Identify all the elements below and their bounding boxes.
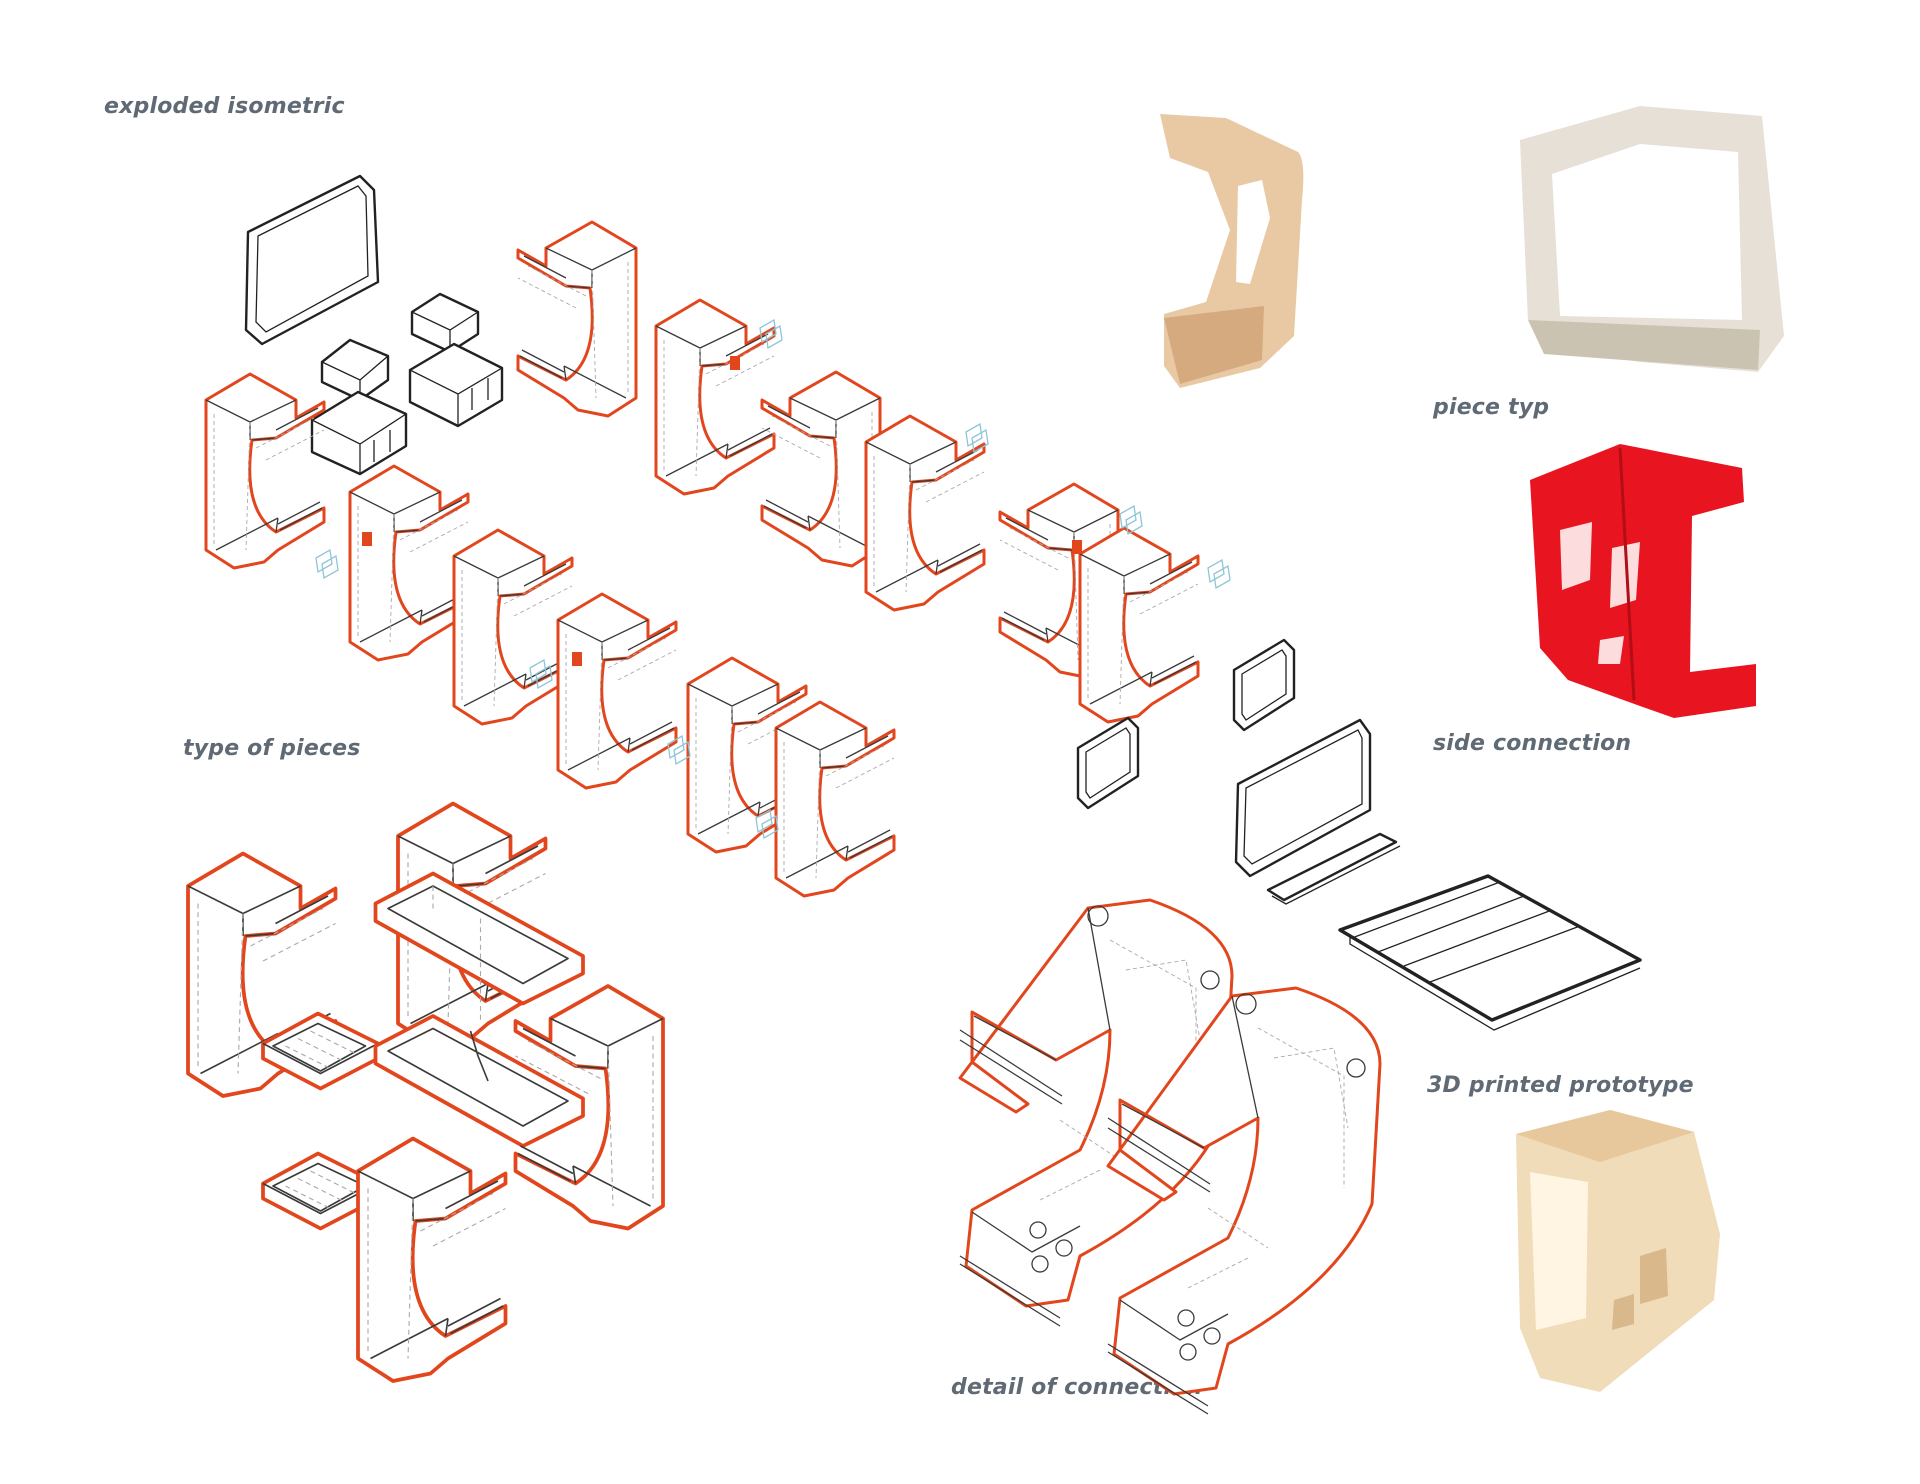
floor-plate bbox=[1338, 874, 1642, 1031]
label-side-connection: side connection bbox=[1433, 731, 1632, 756]
c-module bbox=[654, 298, 776, 496]
photo-prototype-cream bbox=[1516, 1110, 1720, 1392]
c-module bbox=[1078, 526, 1200, 724]
type-of-pieces-drawing bbox=[186, 801, 665, 1383]
connector-ghost bbox=[315, 549, 339, 579]
c-module bbox=[348, 464, 470, 662]
detail-mark bbox=[572, 652, 582, 666]
c-module bbox=[204, 372, 326, 570]
window-panel bbox=[1232, 638, 1296, 732]
c-module bbox=[760, 370, 882, 568]
window-panel bbox=[1076, 716, 1140, 810]
exploded-isometric-drawing bbox=[204, 174, 1642, 1031]
photo-piece-typ-white bbox=[1520, 106, 1784, 372]
detail-mark bbox=[1072, 540, 1082, 554]
detail-mark bbox=[730, 356, 740, 370]
c-module bbox=[556, 592, 678, 790]
c-module bbox=[774, 700, 896, 898]
tray-piece bbox=[261, 1011, 380, 1091]
label-type-of-pieces: type of pieces bbox=[183, 736, 361, 761]
side-panel-black bbox=[1234, 718, 1372, 878]
label-exploded-isometric: exploded isometric bbox=[104, 94, 345, 119]
connection-module bbox=[958, 898, 1234, 1327]
detail-of-connection-drawing bbox=[958, 898, 1382, 1415]
c-module bbox=[864, 414, 986, 612]
detail-mark bbox=[362, 532, 372, 546]
c-module bbox=[452, 528, 574, 726]
side-panel-black bbox=[244, 174, 380, 346]
box-module bbox=[310, 292, 504, 476]
floor-rail bbox=[1266, 832, 1401, 905]
bridge-piece bbox=[373, 1014, 585, 1148]
bridge-piece bbox=[373, 871, 585, 1024]
connection-module bbox=[1106, 986, 1382, 1415]
photo-side-connection-red bbox=[1530, 444, 1756, 718]
label-3d-printed-prototype: 3D printed prototype bbox=[1427, 1073, 1694, 1098]
c-module bbox=[516, 220, 638, 418]
connector-ghost bbox=[1207, 559, 1231, 589]
c-module bbox=[356, 1136, 508, 1383]
label-piece-typ: piece typ bbox=[1433, 395, 1550, 420]
photo-side-piece-beige bbox=[1160, 114, 1304, 388]
